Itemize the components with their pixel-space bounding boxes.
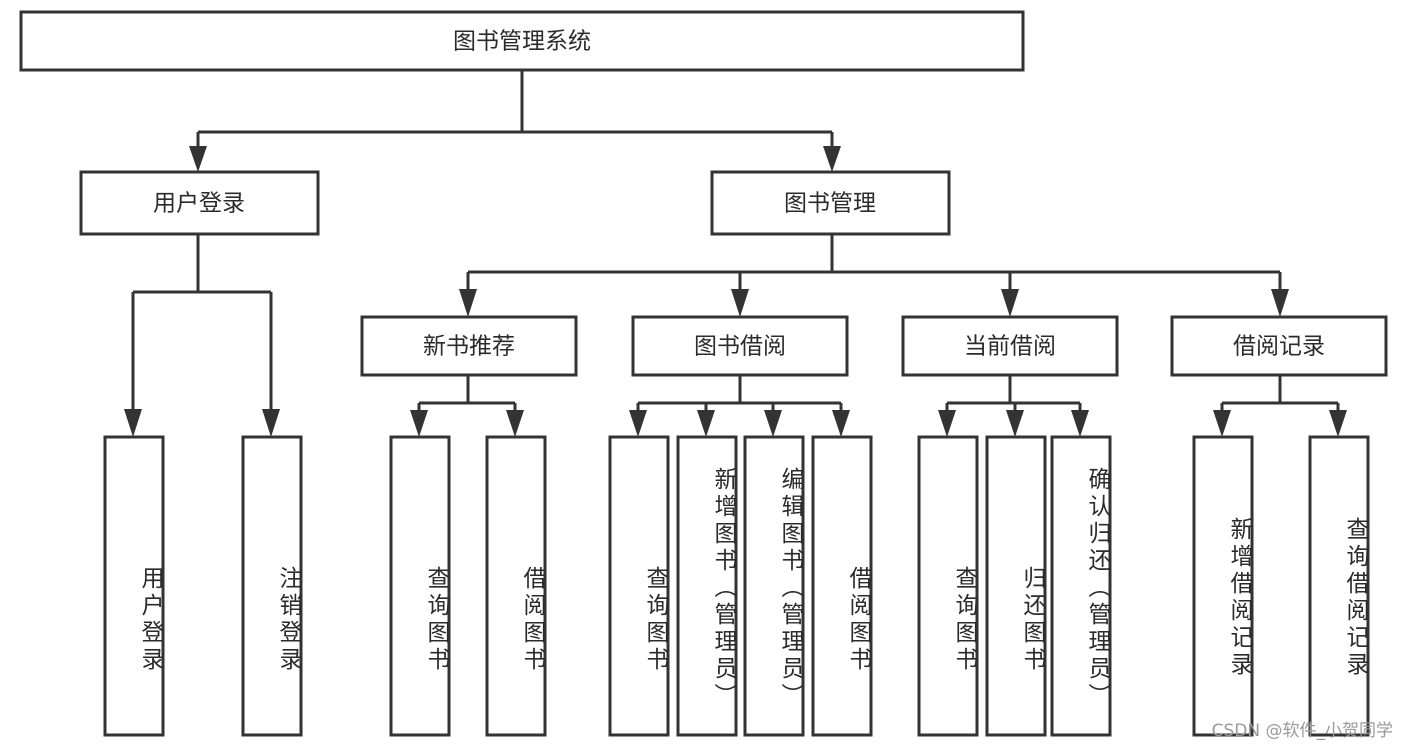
arrow-to-leaf-query-record [1329, 410, 1347, 437]
node-box-borrow-record[interactable] [1170, 315, 1388, 377]
connectors-current-borrow-to-leaves [938, 376, 1089, 437]
node-box-leaf-query-book-3[interactable] [917, 435, 979, 737]
arrow-to-user-login [189, 146, 207, 172]
arrow-to-book-borrow [731, 289, 749, 317]
node-book-manage[interactable]: 图书管理 [710, 170, 951, 236]
connector-book-borrow-split [636, 376, 843, 412]
connector-root-split [196, 70, 834, 152]
node-box-root[interactable] [19, 10, 1025, 72]
node-user-login[interactable]: 用户登录 [79, 170, 320, 236]
arrow-to-leaf-add-record [1213, 410, 1231, 437]
connector-user-login-split [131, 234, 273, 410]
arrow-to-leaf-user-logout [262, 409, 280, 437]
node-box-user-login[interactable] [79, 170, 320, 236]
arrow-to-leaf-edit-book [764, 410, 782, 437]
node-box-leaf-add-book[interactable] [676, 435, 738, 737]
connector-book-manage-split [466, 234, 1282, 290]
arrow-to-current-borrow [1001, 289, 1019, 317]
arrow-to-leaf-query-book-3 [938, 410, 956, 437]
node-box-leaf-confirm-return[interactable] [1050, 435, 1112, 737]
connectors-borrow-record-to-leaves [1213, 376, 1347, 437]
node-label-user-login: 用户登录 [153, 191, 245, 217]
arrow-to-leaf-borrow-book-1 [506, 410, 524, 437]
arrow-to-leaf-return-book [1006, 410, 1024, 437]
connector-new-book-recommend-split [417, 376, 517, 412]
arrow-to-new-book-recommend [459, 289, 477, 317]
arrow-to-book-manage [823, 146, 841, 172]
node-box-leaf-borrow-book-2[interactable] [811, 435, 873, 737]
connectors-user-login-to-leaves [124, 234, 280, 437]
connectors-book-manage-to-level3 [459, 234, 1289, 317]
connectors-book-borrow-to-leaves [629, 376, 850, 437]
node-label-new-book-recommend: 新书推荐 [423, 334, 515, 360]
arrow-to-borrow-record [1271, 289, 1289, 317]
node-box-new-book-recommend[interactable] [360, 315, 578, 377]
node-box-leaf-user-login[interactable] [103, 435, 165, 737]
node-borrow-record[interactable]: 借阅记录 [1170, 315, 1388, 377]
node-book-borrow[interactable]: 图书借阅 [631, 315, 849, 377]
node-box-leaf-query-book-2[interactable] [608, 435, 670, 737]
connector-current-borrow-split [945, 376, 1082, 412]
node-box-leaf-borrow-book-1[interactable] [485, 435, 547, 737]
csdn-watermark: CSDN @软件_小贺同学 [1211, 721, 1393, 741]
arrow-to-leaf-confirm-return [1071, 410, 1089, 437]
node-box-leaf-query-record[interactable] [1308, 435, 1370, 737]
connectors-root-to-level2 [189, 70, 841, 172]
node-box-leaf-user-logout[interactable] [241, 435, 303, 737]
node-new-book-recommend[interactable]: 新书推荐 [360, 315, 578, 377]
node-root[interactable]: 图书管理系统 [19, 10, 1025, 72]
node-box-leaf-add-record[interactable] [1192, 435, 1254, 737]
node-label-book-borrow: 图书借阅 [694, 334, 786, 360]
arrow-to-leaf-user-login [124, 409, 142, 437]
arrow-to-leaf-add-book [697, 410, 715, 437]
node-box-leaf-edit-book[interactable] [743, 435, 805, 737]
node-box-leaf-query-book-1[interactable] [389, 435, 451, 737]
node-label-book-manage: 图书管理 [784, 191, 876, 217]
arrow-to-leaf-query-book-2 [629, 410, 647, 437]
node-label-borrow-record: 借阅记录 [1233, 334, 1325, 360]
connectors-new-book-recommend-to-leaves [410, 376, 524, 437]
node-current-borrow[interactable]: 当前借阅 [901, 315, 1119, 377]
node-box-leaf-return-book[interactable] [985, 435, 1047, 737]
arrow-to-leaf-query-book-1 [410, 410, 428, 437]
node-label-current-borrow: 当前借阅 [964, 334, 1056, 360]
node-box-book-manage[interactable] [710, 170, 951, 236]
arrow-to-leaf-borrow-book-2 [832, 410, 850, 437]
connector-borrow-record-split [1220, 376, 1340, 412]
node-label-root: 图书管理系统 [453, 29, 591, 55]
node-box-current-borrow[interactable] [901, 315, 1119, 377]
node-box-book-borrow[interactable] [631, 315, 849, 377]
